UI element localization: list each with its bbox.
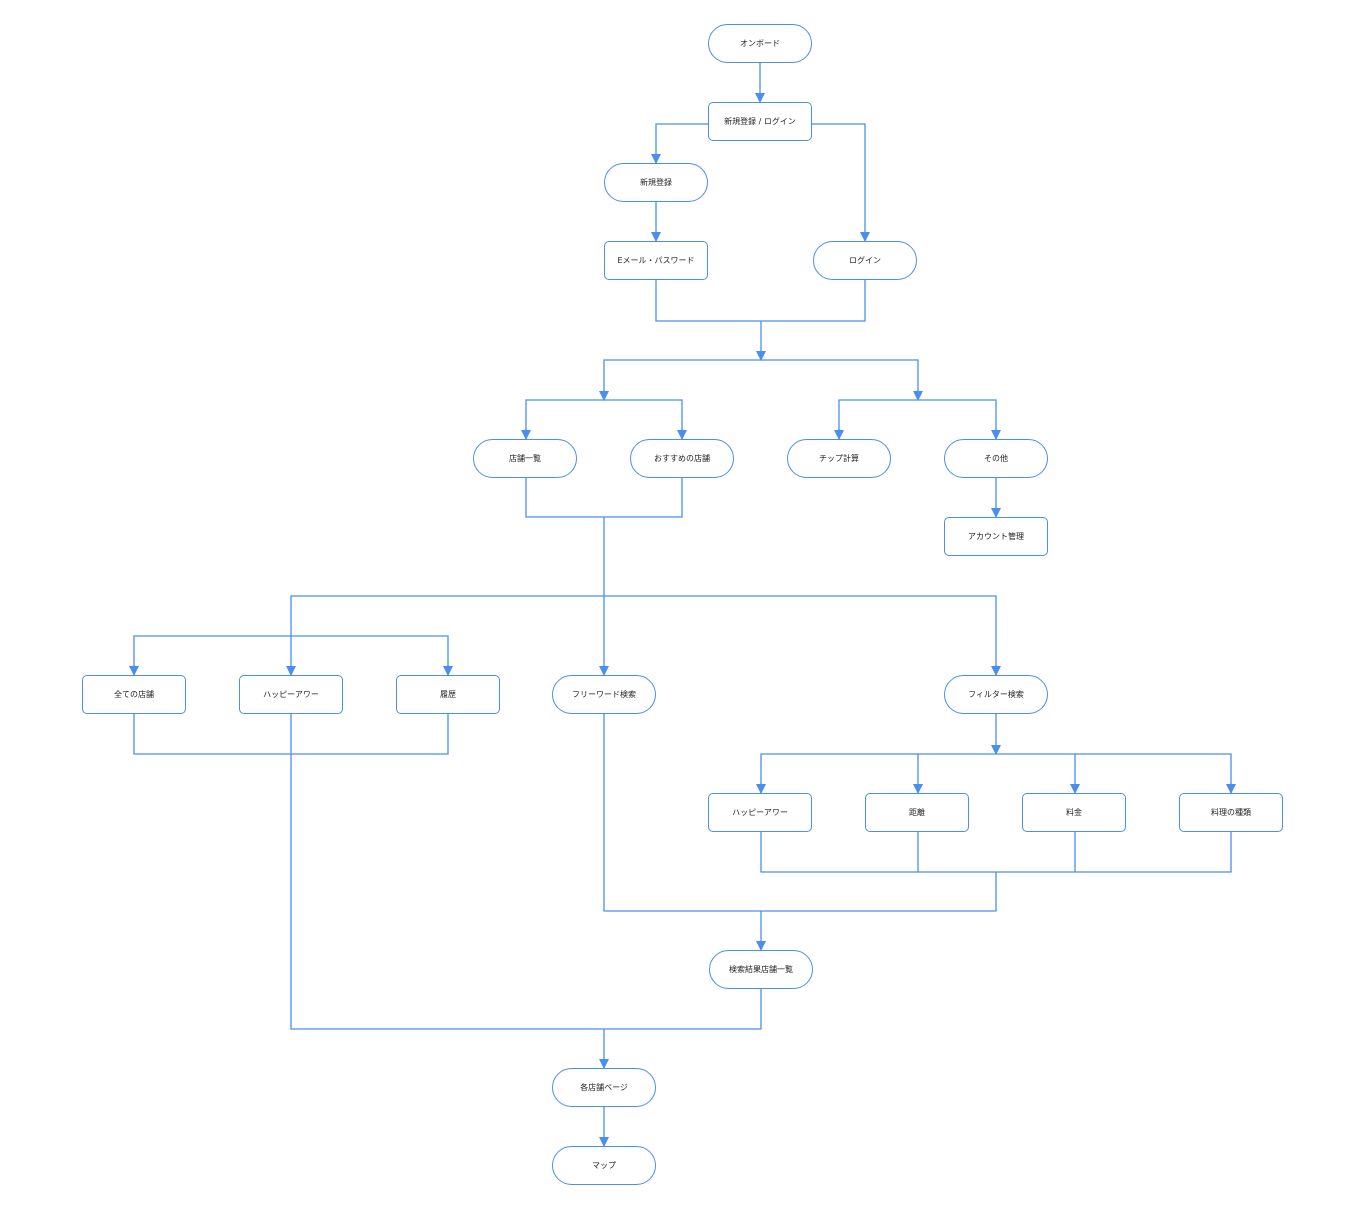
connector-left-split — [525, 399, 683, 439]
connector-to-login — [812, 123, 870, 242]
node-tip-calc[interactable]: チップ計算 — [787, 439, 891, 478]
connector-filter-opts-join — [760, 832, 1232, 873]
node-filter-happy-hour[interactable]: ハッピーアワー — [708, 793, 812, 832]
node-other[interactable]: その他 — [944, 439, 1048, 478]
node-map[interactable]: マップ — [552, 1146, 656, 1185]
node-signup-login[interactable]: 新規登録 / ログイン — [708, 102, 812, 141]
node-store-page[interactable]: 各店舗ページ — [552, 1068, 656, 1107]
node-history[interactable]: 履歴 — [396, 675, 500, 714]
connector-filter-split — [760, 753, 1232, 793]
node-filter-search[interactable]: フィルター検索 — [944, 675, 1048, 714]
node-recommended[interactable]: おすすめの店舗 — [630, 439, 734, 478]
node-free-word-search[interactable]: フリーワード検索 — [552, 675, 656, 714]
node-account[interactable]: アカウント管理 — [944, 517, 1048, 556]
node-happy-hour[interactable]: ハッピーアワー — [239, 675, 343, 714]
connector-main-split — [603, 359, 919, 400]
connector-right-split — [838, 399, 997, 439]
node-store-list[interactable]: 店舗一覧 — [473, 439, 577, 478]
node-cuisine[interactable]: 料理の種類 — [1179, 793, 1283, 832]
node-search-results[interactable]: 検索結果店舗一覧 — [709, 950, 813, 989]
node-email-password[interactable]: Eメール・パスワード — [604, 241, 708, 280]
connector-results-join — [290, 714, 762, 1030]
connector-filter-opts-down — [603, 714, 997, 912]
node-signup[interactable]: 新規登録 — [604, 163, 708, 202]
connector-to-signup — [651, 123, 708, 164]
node-price[interactable]: 料金 — [1022, 793, 1126, 832]
connector-email-join — [655, 280, 866, 322]
connector-lists-join — [525, 478, 683, 518]
node-distance[interactable]: 距離 — [865, 793, 969, 832]
connector-history-branch — [133, 635, 449, 675]
node-all-stores[interactable]: 全ての店舗 — [82, 675, 186, 714]
node-login[interactable]: ログイン — [813, 241, 917, 280]
node-onboard[interactable]: オンボード — [708, 24, 812, 63]
